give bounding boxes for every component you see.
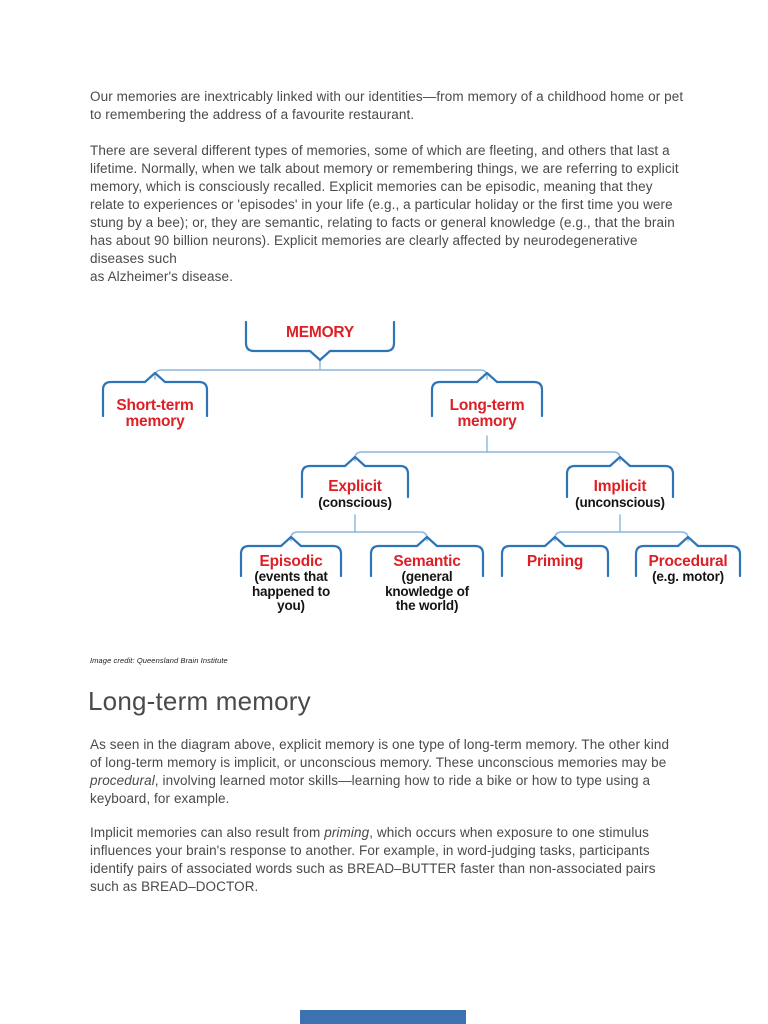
node-implicit-label: Implicit	[593, 478, 647, 495]
long-term-brace	[430, 371, 544, 418]
node-episodic-label: Episodic	[259, 553, 323, 570]
priming-paragraph: Implicit memories can also result from p…	[90, 825, 656, 894]
node-explicit-sublabel: (conscious)	[318, 495, 392, 510]
tree-lines-svg	[101, 320, 742, 578]
priming-brace	[500, 535, 610, 578]
connector-lines	[154, 360, 689, 542]
memory-tree-diagram: MEMORY Short-term memory Long-term memor…	[101, 320, 742, 613]
memory-brace	[244, 320, 396, 362]
node-priming-label: Priming	[526, 553, 584, 570]
connector-split-implicit-children	[554, 531, 689, 542]
semantic-brace	[369, 535, 485, 578]
connector-split-explicit-children	[290, 531, 428, 542]
longterm-paragraph: As seen in the diagram above, explicit m…	[90, 737, 670, 806]
next-page-edge	[300, 1010, 466, 1024]
image-credit: Image credit: Queensland Brain Institute	[90, 656, 228, 665]
node-procedural-sublabel: (e.g. motor)	[652, 569, 724, 584]
connector-split-level2	[354, 451, 621, 462]
intro-paragraph: Our memories are inextricably linked wit…	[90, 89, 684, 122]
memory-types-paragraph: There are several different types of mem…	[90, 143, 679, 284]
node-explicit-label: Explicit	[328, 478, 382, 495]
connector-split-level1	[154, 369, 488, 380]
explicit-brace	[300, 455, 410, 499]
node-long-term-label: Long-term memory	[450, 398, 525, 430]
node-long-term-line1: Long-term	[449, 397, 525, 414]
implicit-brace	[565, 455, 675, 499]
node-semantic-label: Semantic	[393, 553, 461, 570]
node-implicit-sublabel: (unconscious)	[575, 495, 665, 510]
procedural-brace	[634, 535, 742, 578]
short-term-brace	[101, 371, 209, 418]
section-heading: Long-term memory	[88, 686, 311, 716]
node-short-term-line2: memory	[125, 413, 185, 430]
node-semantic-sublabel: (general knowledge of the world)	[385, 569, 469, 613]
node-long-term-line2: memory	[457, 413, 517, 430]
node-procedural-label: Procedural	[648, 553, 728, 570]
node-short-term-label: Short-term memory	[116, 398, 193, 430]
node-memory-label: MEMORY	[286, 324, 354, 341]
node-episodic-sublabel: (events that happened to you)	[251, 569, 331, 613]
episodic-brace	[239, 535, 343, 578]
node-braces	[101, 320, 742, 578]
node-short-term-line1: Short-term	[116, 397, 194, 414]
